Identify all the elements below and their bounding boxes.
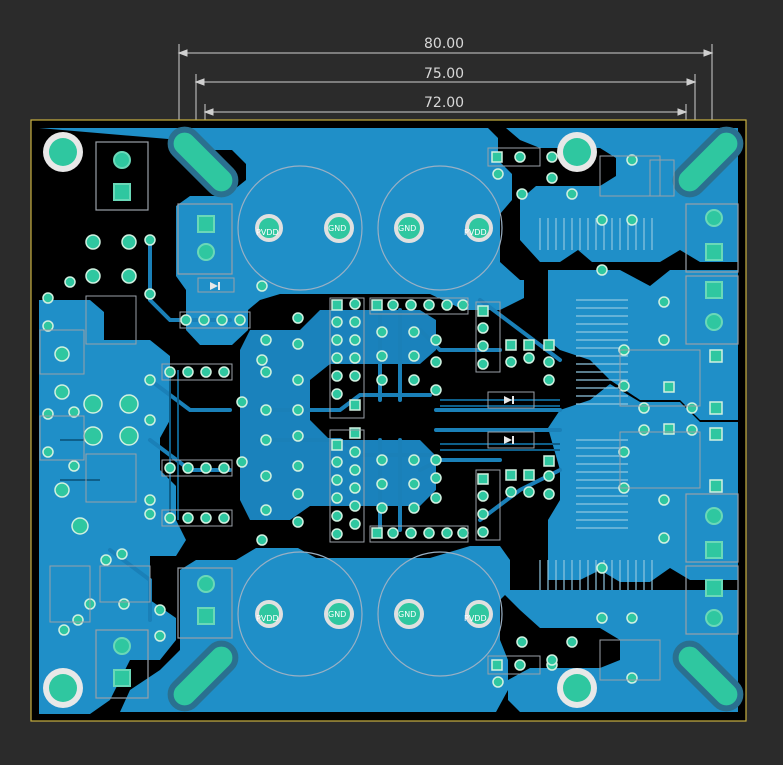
cap3-pad1-label: PVDD [256,614,279,623]
header-pins [260,298,555,540]
right-components [491,151,723,688]
dimension-75-label: 75.00 [424,66,464,82]
mounting-holes [43,132,597,708]
cap1-pad2-label: GND [328,224,346,233]
mounting-hole [557,668,597,708]
terminal-blocks [95,141,739,699]
cap1-pad1-label: PVDD [256,228,279,237]
slot-pads [167,126,744,712]
mounting-hole [557,132,597,172]
dimension-group [177,44,714,138]
left-components [42,234,268,642]
mounting-hole [43,668,83,708]
cap2-pad2-label: PVDD [464,228,487,237]
cap3-pad2-label: GND [328,610,346,619]
capacitor-pads [255,213,493,629]
cap2-pad1-label: GND [398,224,416,233]
mounting-hole [43,132,83,172]
terminal-pads [113,151,723,687]
cap4-pad2-label: PVDD [464,614,487,623]
dimension-72-label: 72.00 [424,95,464,111]
silkscreen [39,147,701,681]
dimension-80-label: 80.00 [424,36,464,52]
capacitor-outlines [237,165,503,677]
signal-traces [60,370,560,520]
diode-symbols [210,282,514,444]
cap4-pad1-label: GND [398,610,416,619]
heatsink-fins [539,218,653,590]
